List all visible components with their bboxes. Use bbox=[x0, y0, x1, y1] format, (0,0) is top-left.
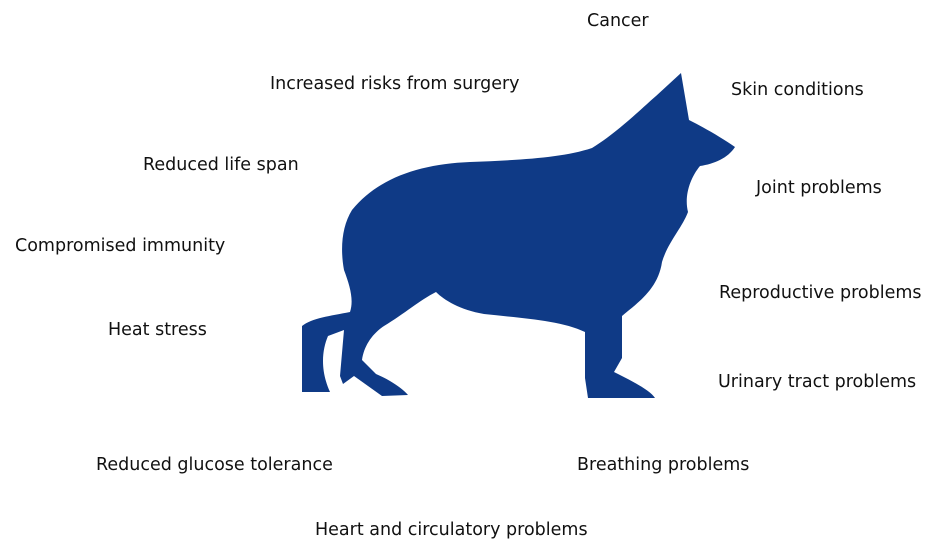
label-skin-conditions: Skin conditions bbox=[731, 82, 864, 100]
label-reduced-glucose-tolerance: Reduced glucose tolerance bbox=[96, 457, 333, 475]
label-heat-stress: Heat stress bbox=[108, 322, 207, 340]
label-joint-problems: Joint problems bbox=[756, 180, 882, 198]
label-cancer: Cancer bbox=[587, 13, 649, 31]
label-reduced-life-span: Reduced life span bbox=[143, 157, 299, 175]
label-increased-surgery-risk: Increased risks from surgery bbox=[270, 76, 520, 94]
label-reproductive-problems: Reproductive problems bbox=[719, 285, 922, 303]
label-urinary-tract-problems: Urinary tract problems bbox=[718, 374, 916, 392]
dog-silhouette-shape bbox=[302, 73, 735, 398]
label-heart-circulatory-problems: Heart and circulatory problems bbox=[315, 522, 588, 540]
label-compromised-immunity: Compromised immunity bbox=[15, 238, 225, 256]
label-breathing-problems: Breathing problems bbox=[577, 457, 749, 475]
